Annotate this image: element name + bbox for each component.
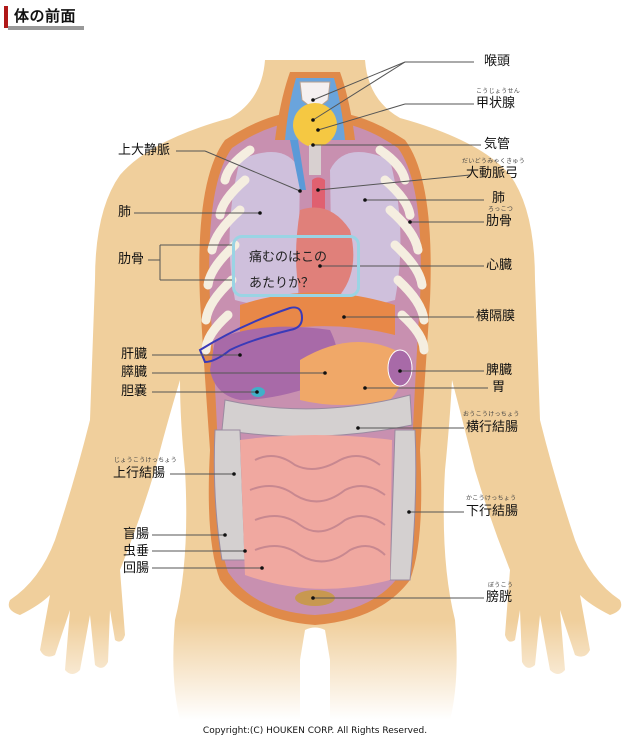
ruby-bladder: ぼうこう [488, 582, 514, 589]
label-aortic-arch: 大動脈弓 [466, 166, 519, 181]
label-descending-colon: 下行結腸 [466, 504, 519, 519]
leader-lines [134, 61, 488, 599]
transverse-colon-shape [221, 394, 413, 437]
page-title-text: 体の前面 [14, 7, 77, 25]
pancreas-annotation-outline [198, 306, 304, 364]
ruby-transverse-colon: おうこうけっちょう [463, 411, 520, 418]
callout-line-2: あたりか？ [249, 276, 315, 291]
label-larynx: 喉頭 [484, 54, 511, 69]
label-diaphragm: 横隔膜 [476, 309, 516, 324]
label-rib-right: 肋骨 [486, 214, 513, 229]
label-pancreas: 膵臓 [121, 365, 148, 380]
label-spleen: 脾臓 [486, 363, 513, 378]
label-appendix: 虫垂 [123, 544, 150, 559]
title-underline [8, 26, 84, 30]
lung-left-region [229, 152, 300, 305]
label-bladder: 膀胱 [486, 590, 513, 605]
label-lung-left: 肺 [118, 205, 132, 220]
leader-dots [223, 98, 412, 600]
label-rib-left: 肋骨 [118, 252, 145, 267]
thyroid-shape [293, 103, 337, 147]
copyright-text: Copyright:(C) HOUKEN CORP. All Rights Re… [202, 726, 428, 736]
label-lung-right: 肺 [492, 191, 506, 206]
intestine-folds [249, 455, 386, 563]
ruby-thyroid: こうじょうせん [476, 88, 521, 95]
page-title: 体の前面 [4, 4, 84, 30]
heart-shape [296, 207, 354, 295]
vena-cava-shape [290, 140, 306, 190]
title-accent-bar [4, 6, 8, 28]
label-cecum: 盲腸 [123, 527, 150, 542]
ruby-rib-right: ろっこつ [488, 206, 514, 213]
pain-location-callout: 痛むのはこの あたりか？ [232, 235, 360, 297]
stomach-shape [300, 342, 402, 405]
ruby-aortic-arch: だいどうみゃくきゅう [462, 158, 526, 165]
label-trachea: 気管 [484, 137, 511, 152]
ribs [201, 145, 429, 355]
spleen-shape [387, 349, 413, 387]
label-stomach: 胃 [492, 380, 506, 395]
small-intestine-shape [240, 435, 392, 589]
label-superior-vena-cava: 上大静脈 [118, 143, 171, 158]
callout-line-1: 痛むのはこの [249, 250, 328, 265]
trachea-shape [309, 145, 321, 175]
label-liver: 肝臓 [121, 347, 148, 362]
label-ileum: 回腸 [123, 561, 150, 576]
ruby-descending-colon: かこうけっちょう [466, 495, 517, 502]
descending-colon-shape [389, 429, 417, 581]
label-gallbladder: 胆嚢 [121, 384, 148, 399]
label-thyroid: 甲状腺 [476, 96, 516, 111]
label-heart: 心臓 [486, 258, 513, 273]
label-ascending-colon: 上行結腸 [113, 466, 166, 481]
ascending-colon-shape [213, 429, 246, 561]
label-transverse-colon: 横行結腸 [466, 420, 519, 435]
ruby-ascending-colon: じょうこうけっちょう [114, 457, 178, 464]
